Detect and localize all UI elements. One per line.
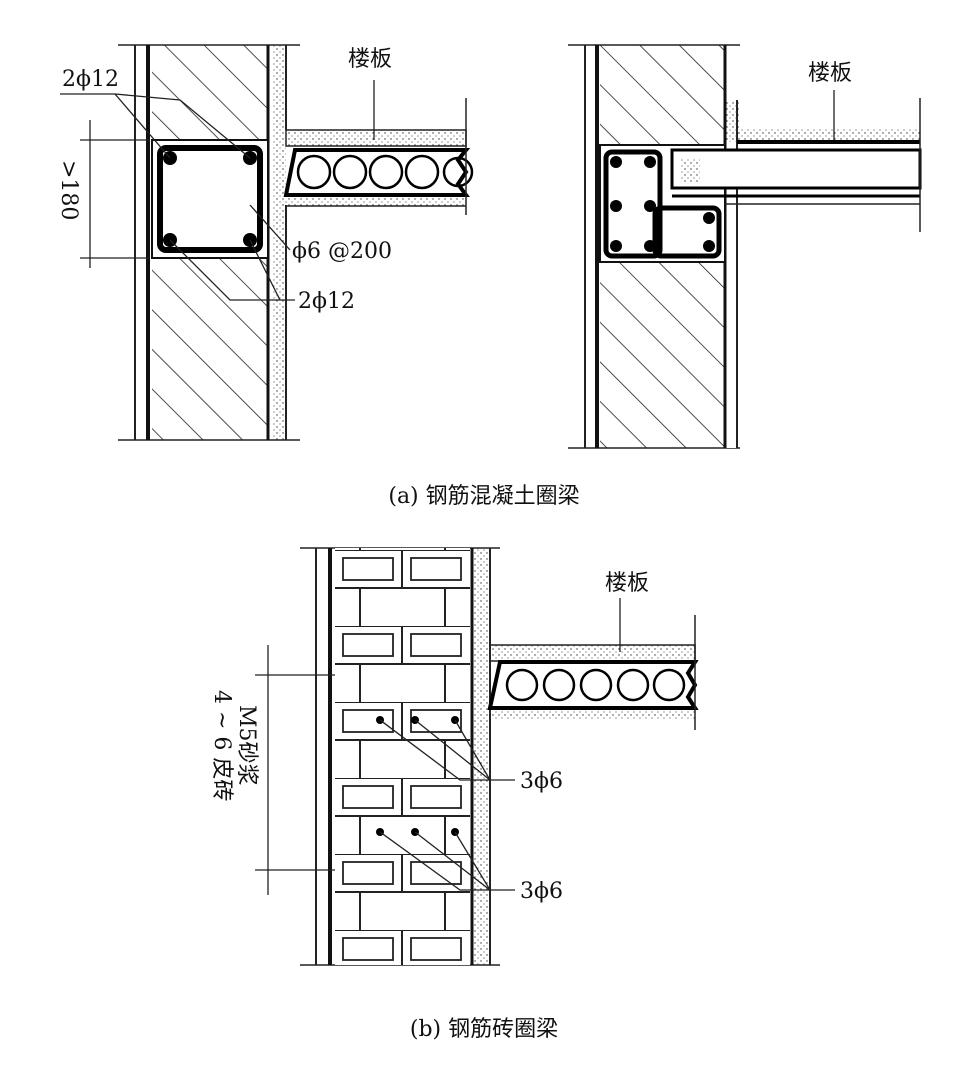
label-stirrup: ϕ6 @200 [292,239,392,264]
brick-masonry [335,548,470,965]
stirrup [603,149,663,259]
label-bars-lower: 3ϕ6 [520,879,563,904]
floor-topping [285,129,467,147]
label-courses: 4 ~ 6 皮砖 [209,690,234,801]
label-slab: 楼板 [808,61,852,86]
floor-slab [670,148,922,190]
stirrup [157,145,263,253]
figure-a-left: 2ϕ12 楼板 >180 ϕ6 @200 2ϕ12 [56,44,474,441]
label-bottom-bars: 2ϕ12 [298,289,355,314]
plaster-layer [474,548,490,965]
label-mortar: M5砂浆 [234,705,259,786]
caption-a: (a) 钢筋混凝土圈梁 [388,484,579,509]
label-top-bars: 2ϕ12 [62,67,119,92]
caption-b: (b) 钢筋砖圈梁 [410,1017,558,1042]
figure-a-right: 楼板 [568,44,922,449]
hollow-core-slab [283,148,471,197]
label-bars-upper: 3ϕ6 [520,769,563,794]
leader-lines [60,80,375,301]
ceiling-plaster [286,196,466,206]
leader-lines [255,598,621,895]
rebars [610,156,715,252]
figure-b: 楼板 4 ~ 6 皮砖 M5砂浆 3ϕ6 3ϕ6 [209,547,699,966]
label-slab: 楼板 [605,571,649,596]
label-slab: 楼板 [348,47,392,72]
plaster-layer [272,45,286,440]
label-height: >180 [56,160,81,220]
stirrup [652,205,722,259]
slab-cores [505,668,686,702]
slab-cores [296,154,474,190]
